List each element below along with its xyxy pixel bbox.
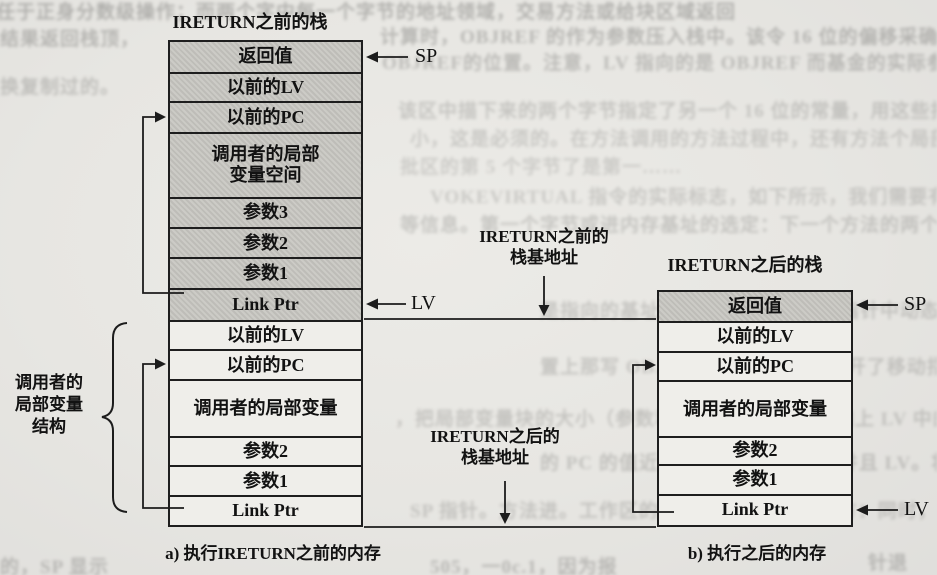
arrowhead: [645, 359, 656, 371]
arrowhead: [155, 111, 166, 123]
cell-label: 返回值: [728, 295, 782, 316]
arrowhead: [366, 51, 378, 63]
bleed-through-text: 计算时，OBJREF 的作为参数压入栈中。该令 16 位的偏移采确定址: [380, 27, 937, 48]
stack-after-ireturn: 返回值 以前的LV 以前的PC 调用者的局部变量 参数2 参数1 Link Pt…: [657, 290, 853, 527]
arrowhead: [538, 305, 550, 316]
stack-cell-return-value: 返回值: [170, 42, 361, 72]
after-base-address-label: IRETURN之后的 栈基地址: [414, 426, 576, 468]
annot-line: 栈基地址: [461, 448, 529, 467]
cell-label: 以前的LV: [226, 324, 305, 345]
caller-frame-label: 调用者的 局部变量 结构: [6, 372, 92, 438]
cell-label: 以前的LV: [226, 76, 305, 97]
stack-cell-caller-locals: 调用者的局部变量: [170, 379, 361, 436]
right-stack-title: IRETURN之后的栈: [667, 255, 823, 275]
stack-before-ireturn: 返回值 以前的LV 以前的PC 调用者的局部变量空间 参数3 参数2 参数1 L…: [168, 40, 363, 527]
cell-label: 参数3: [243, 202, 288, 223]
bleed-through-text: VOKEVIRTUAL 指令的实际标志，如下所示，我们需要有关定: [430, 187, 937, 208]
cell-label: 以前的PC: [226, 354, 305, 375]
cell-label: 参数2: [243, 440, 288, 461]
stack-cell-caller-locals-space: 调用者的局部变量空间: [170, 132, 361, 197]
arrowhead: [155, 358, 166, 370]
cell-label: 以前的PC: [716, 355, 794, 376]
cell-label: 参数1: [243, 470, 288, 491]
bleed-through-text: 的，SP 显示: [0, 557, 109, 575]
stack-cell-param3: 参数3: [170, 196, 361, 228]
lv-register-label: LV: [904, 498, 929, 520]
stack-cell-prev-pc: 以前的PC: [659, 350, 851, 381]
bleed-through-text: 该区中描下来的两个字节指定了另一个 16 位的常量，用这些指示方法区域: [398, 101, 937, 122]
cell-label: 调用者的局部变量: [193, 397, 338, 418]
cell-label: Link Ptr: [232, 294, 299, 314]
before-base-address-label: IRETURN之前的 栈基地址: [463, 226, 625, 268]
annot-line: 结构: [32, 417, 66, 436]
stack-cell-prev-lv: 以前的LV: [170, 71, 361, 102]
bleed-through-text: 针退: [868, 553, 909, 574]
caller-frame-brace: [101, 322, 128, 513]
stack-cell-link-ptr: Link Ptr: [170, 495, 361, 525]
cell-label: Link Ptr: [721, 499, 789, 520]
stack-cell-param1: 参数1: [170, 257, 361, 288]
bleed-through-text: 505，一0c.1，因为报: [430, 557, 618, 575]
cell-label: 以前的LV: [716, 326, 794, 347]
cell-label: 以前的PC: [226, 107, 305, 128]
annot-line: 局部变量: [15, 395, 83, 414]
stack-cell-param2: 参数2: [659, 436, 851, 464]
annot-line: IRETURN之后的: [430, 427, 560, 446]
stack-cell-prev-pc: 以前的PC: [170, 349, 361, 379]
cell-label: Link Ptr: [232, 500, 299, 521]
stack-cell-link-ptr: Link Ptr: [170, 287, 361, 320]
arrowhead: [856, 504, 868, 516]
stack-cell-prev-pc: 以前的PC: [170, 101, 361, 133]
stack-cell-prev-lv: 以前的LV: [659, 321, 851, 351]
bleed-through-text: 任于正身分数级操作；而两个字中每一个字节的地址领域，交易方法或给块区域返回: [0, 2, 737, 23]
arrowhead: [856, 299, 868, 311]
bleed-through-text: 批区的第 5 个字节了是第一……: [400, 157, 683, 178]
caption-b: b) 执行之后的内存: [687, 544, 827, 563]
sp-register-label: SP: [415, 45, 438, 67]
stack-cell-param1: 参数1: [659, 464, 851, 494]
cell-label: 参数2: [732, 440, 778, 461]
stack-cell-param1: 参数1: [170, 465, 361, 495]
cell-label: 调用者的局部变量空间: [211, 143, 320, 186]
stack-cell-param2: 参数2: [170, 227, 361, 258]
annot-line: 栈基地址: [510, 248, 578, 267]
lv-register-label: LV: [411, 292, 436, 314]
stack-cell-link-ptr: Link Ptr: [659, 493, 851, 525]
arrowhead: [366, 298, 378, 310]
stack-cell-param2: 参数2: [170, 435, 361, 466]
sp-register-label: SP: [904, 293, 927, 315]
cell-label: 返回值: [238, 46, 293, 67]
arrowhead: [499, 513, 511, 524]
bleed-through-text: 小，这是必须的。在方法调用的方法过程中，还有方法个局部子程序的: [410, 129, 937, 150]
stack-cell-return-value: 返回值: [659, 292, 851, 322]
annot-line: 调用者的: [15, 373, 83, 392]
bleed-through-text: 结果返回栈顶，: [0, 29, 141, 50]
cell-label: 参数1: [732, 468, 778, 489]
caption-a: a) 执行IRETURN之前的内存: [165, 544, 381, 563]
stack-cell-caller-locals: 调用者的局部变量: [659, 380, 851, 436]
annot-line: IRETURN之前的: [479, 227, 609, 246]
cell-label: 参数1: [243, 262, 288, 283]
bleed-through-text: 换复制过的。: [0, 77, 121, 98]
cell-label: 调用者的局部变量: [683, 398, 827, 419]
left-stack-title: IRETURN之前的栈: [172, 12, 328, 32]
stack-cell-prev-lv: 以前的LV: [170, 319, 361, 350]
bleed-through-text: OBJREF的位置。注意，LV 指向的是 OBJREF 而基金的实际参数，LV …: [382, 53, 937, 74]
cell-label: 参数2: [243, 232, 288, 253]
